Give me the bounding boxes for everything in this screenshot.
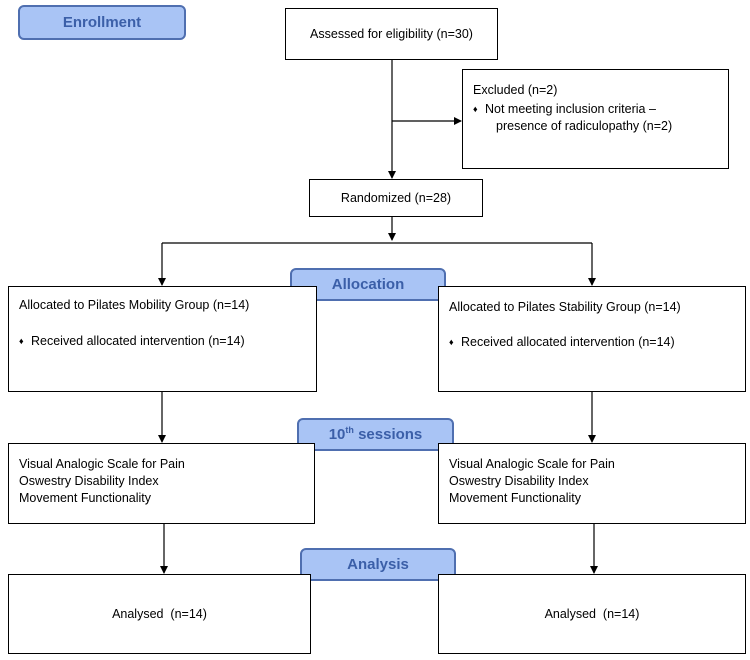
received-stability-text: Received allocated intervention (n=14) [461,335,675,349]
excluded-reason-line2: presence of radiculopathy (n=2) [496,119,673,133]
phase-analysis: Analysis [300,548,456,581]
bullet-icon: ♦ [473,104,478,114]
outcome-item: Movement Functionality [19,491,152,505]
outcome-item: Visual Analogic Scale for Pain [19,457,185,471]
outcome-item: Visual Analogic Scale for Pain [449,457,615,471]
outcomes-box-stability: Visual Analogic Scale for Pain Oswestry … [438,443,746,524]
assessed-box: Assessed for eligibility (n=30) [285,8,498,60]
allocated-box-stability: Allocated to Pilates Stability Group (n=… [438,286,746,392]
outcome-item: Movement Functionality [449,491,582,505]
allocated-box-mobility: Allocated to Pilates Mobility Group (n=1… [8,286,317,392]
allocated-stability-text: Allocated to Pilates Stability Group (n=… [449,300,681,314]
assessed-text: Assessed for eligibility (n=30) [310,26,473,41]
phase-sessions-number: 10 [328,426,346,443]
analysed-mobility-text: Analysed (n=14) [112,606,207,621]
outcome-item: Oswestry Disability Index [449,474,589,488]
analysed-box-stability: Analysed (n=14) [438,574,746,654]
outcome-item: Oswestry Disability Index [19,474,159,488]
analysed-stability-text: Analysed (n=14) [544,606,640,621]
phase-analysis-label: Analysis [347,556,409,573]
phase-enrollment: Enrollment [18,5,186,40]
phase-enrollment-label: Enrollment [62,14,142,31]
randomized-box: Randomized (n=28) [309,179,483,217]
bullet-icon: ♦ [449,337,454,347]
phase-sessions-sup: th [345,424,354,435]
received-mobility-text: Received allocated intervention (n=14) [31,334,245,348]
randomized-text: Randomized (n=28) [340,190,452,205]
phase-sessions-label: sessions [353,426,423,443]
phase-allocation: Allocation [290,268,446,301]
phase-allocation-label: Allocation [331,276,405,293]
excluded-reason-line1: Not meeting inclusion criteria – [485,102,656,116]
analysed-box-mobility: Analysed (n=14) [8,574,311,654]
outcomes-box-mobility: Visual Analogic Scale for Pain Oswestry … [8,443,315,524]
bullet-icon: ♦ [19,336,24,346]
excluded-box: Excluded (n=2) ♦ Not meeting inclusion c… [462,69,729,169]
excluded-title: Excluded (n=2) [473,83,558,97]
allocated-mobility-text: Allocated to Pilates Mobility Group (n=1… [19,298,250,312]
